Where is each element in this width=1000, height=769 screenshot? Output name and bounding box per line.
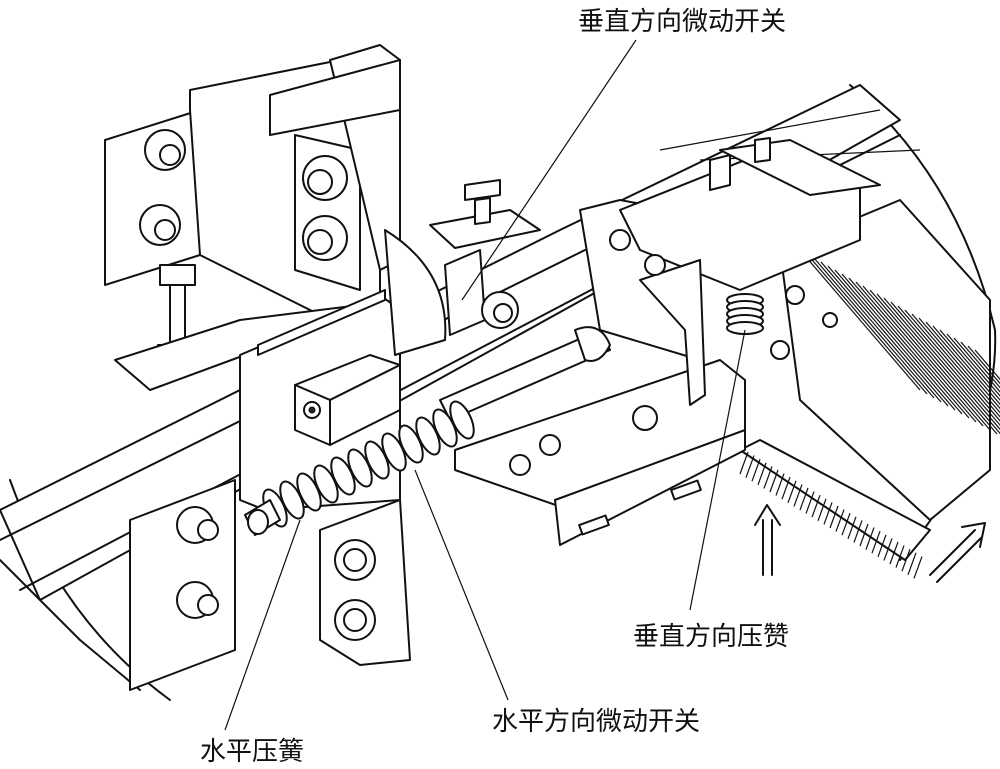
label-vertical-spring: 垂直方向压赞 [633,622,789,652]
comb-tooth [946,333,1000,397]
strip-tooth [811,494,821,518]
strip-tooth [859,523,869,547]
strip-tooth [883,538,893,561]
strip-tooth [847,516,857,540]
comb-tooth [799,249,921,391]
comb-tooth [911,313,1000,418]
comb-tooth [974,349,1000,381]
strip-teeth [739,451,923,579]
label-horizontal-spring: 水平压簧 [200,737,304,767]
left-upper-bracket [104,44,401,321]
vspring-coil [726,321,764,335]
strip-tooth [775,473,785,496]
strip-tooth [787,480,797,504]
comb-tooth [827,265,949,407]
comb-tooth [960,341,1000,389]
comb-tooth [820,261,942,403]
right-lower-bracket [319,499,411,666]
strip-tooth [895,545,905,568]
comb-tooth [848,277,970,419]
strip-tooth [829,505,839,529]
horizontal-switch-block [294,354,401,446]
strip-tooth [805,491,815,514]
comb-tooth [925,321,1000,410]
label-horizontal-microswitch: 水平方向微动开关 [492,707,700,737]
strip-tooth [901,548,911,572]
comb-plate [779,199,1000,521]
comb-tooth [890,301,1000,431]
strip-tooth [853,520,863,543]
spring-coil [449,400,475,440]
comb-tooth [953,337,1000,393]
strip-tooth [889,541,899,565]
spring-end-nut [244,499,281,536]
comb-tooth [834,269,956,411]
strip-tooth [907,552,917,576]
right-carriage [454,137,881,546]
comb-teeth [799,249,1000,435]
strip-tooth [823,502,833,525]
comb-tooth [897,305,1000,426]
vertical-spring [726,293,764,335]
comb-tooth [883,297,1000,435]
comb-tooth [918,317,1000,414]
toothed-strip [739,439,931,579]
strip-tooth [835,509,845,532]
vertical-switch-block [384,179,541,356]
strip-tooth [865,527,875,550]
strip-tooth [817,498,827,522]
comb-tooth [841,273,963,415]
comb-tooth [855,281,977,423]
strip-tooth [781,476,791,500]
label-vertical-microswitch: 垂直方向微动开关 [578,7,786,37]
strip-tooth [871,530,881,554]
horizontal-spring [262,400,475,528]
comb-tooth [904,309,1000,422]
comb-tooth [862,285,984,427]
strip-tooth [769,469,779,493]
strip-tooth [757,462,767,486]
strip-tooth [793,484,803,507]
strip-tooth [913,556,923,579]
strip-tooth [745,455,755,478]
strip-tooth [739,451,749,475]
strip-tooth [751,458,761,482]
comb-tooth [869,289,991,431]
comb-tooth [932,325,1000,406]
strip-tooth [841,512,851,536]
diagonal-arrow [929,522,986,583]
comb-tooth [813,257,935,399]
left-lower-bracket [129,479,236,691]
strip-tooth [799,487,809,511]
strip-tooth [877,534,887,558]
leader-lines [224,39,746,731]
strip-tooth [763,466,773,489]
comb-tooth [876,293,998,435]
comb-tooth [967,345,1000,385]
upward-arrow [754,504,781,576]
comb-tooth [806,253,928,395]
comb-tooth [939,329,1000,401]
